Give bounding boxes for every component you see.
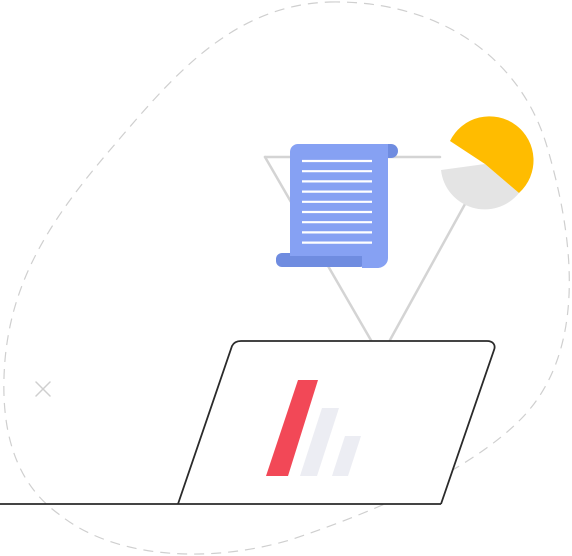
dashed-blob-outline (3, 1, 570, 555)
bar-accent (266, 380, 318, 476)
bar-muted (300, 408, 339, 476)
bar-muted (332, 436, 361, 476)
bar-chart-icon (266, 380, 361, 476)
document-text-lines (302, 159, 372, 244)
laptop-screen-icon (0, 340, 496, 505)
document-scroll-icon (276, 144, 398, 268)
sparkle-icon (35, 381, 51, 397)
pie-chart-icon (441, 116, 534, 210)
